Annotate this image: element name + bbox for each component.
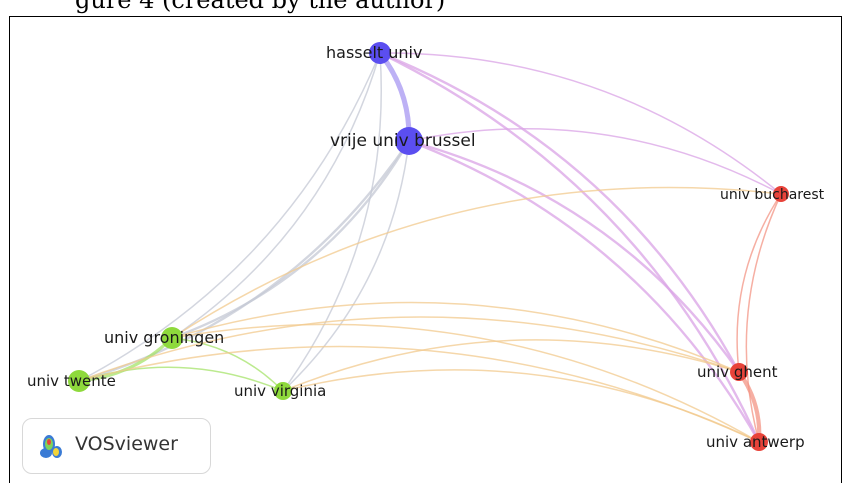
- link-virginia-antwerp: [282, 369, 760, 443]
- caption-fragment: gure 4 (created by the author): [0, 0, 843, 16]
- node-ghent[interactable]: [730, 363, 748, 381]
- link-hasselt-antwerp: [379, 51, 761, 443]
- node-label-groningen[interactable]: univ groningen: [104, 328, 224, 347]
- link-groningen-bucharest: [171, 186, 782, 339]
- link-hasselt-groningen: [171, 52, 381, 339]
- node-label-ghent[interactable]: univ ghent: [697, 363, 778, 381]
- node-vub[interactable]: [395, 127, 423, 155]
- link-twente-ghent: [78, 316, 740, 382]
- labels-layer: hasselt univ vrije univ brussel univ bucha…: [27, 43, 825, 451]
- node-label-antwerp[interactable]: univ antwerp: [706, 433, 805, 451]
- link-ghent-bucharest: [736, 193, 782, 373]
- link-vub-antwerp: [408, 139, 761, 443]
- vosviewer-badge[interactable]: VOSviewer: [22, 418, 211, 474]
- link-vub-bucharest: [408, 128, 782, 195]
- link-hasselt-virginia: [282, 52, 383, 392]
- node-label-twente[interactable]: univ twente: [27, 372, 116, 390]
- node-twente[interactable]: [68, 370, 90, 392]
- link-hasselt-ghent: [379, 51, 741, 373]
- link-vub-virginia: [282, 140, 410, 392]
- link-groningen-virginia: [171, 337, 284, 392]
- link-groningen-ghent: [171, 301, 740, 373]
- node-bucharest[interactable]: [773, 186, 789, 202]
- node-virginia[interactable]: [274, 382, 292, 400]
- link-antwerp-bucharest: [745, 193, 782, 443]
- caption-fragment-text: gure 4 (created by the author): [75, 0, 446, 14]
- link-hasselt-twente: [78, 52, 381, 382]
- node-label-bucharest[interactable]: univ bucharest: [720, 187, 825, 203]
- link-vub-ghent: [408, 139, 740, 373]
- node-label-vub[interactable]: vrije univ brussel: [330, 131, 476, 151]
- vosviewer-label: VOSviewer: [75, 433, 178, 455]
- node-hasselt[interactable]: [369, 42, 391, 64]
- link-groningen-twente: [78, 336, 174, 383]
- link-virginia-ghent: [282, 339, 740, 392]
- network-frame: [9, 16, 842, 483]
- links-layer: [78, 51, 782, 443]
- node-groningen[interactable]: [161, 327, 183, 349]
- node-label-virginia[interactable]: univ virginia: [234, 382, 326, 400]
- node-label-hasselt[interactable]: hasselt univ: [326, 43, 422, 62]
- link-hasselt-bucharest: [379, 52, 782, 195]
- node-antwerp[interactable]: [750, 433, 768, 451]
- vosviewer-logo-icon: [40, 435, 62, 458]
- nodes-layer: [68, 42, 789, 451]
- link-vub-groningen: [171, 140, 411, 340]
- link-groningen-antwerp: [171, 323, 760, 443]
